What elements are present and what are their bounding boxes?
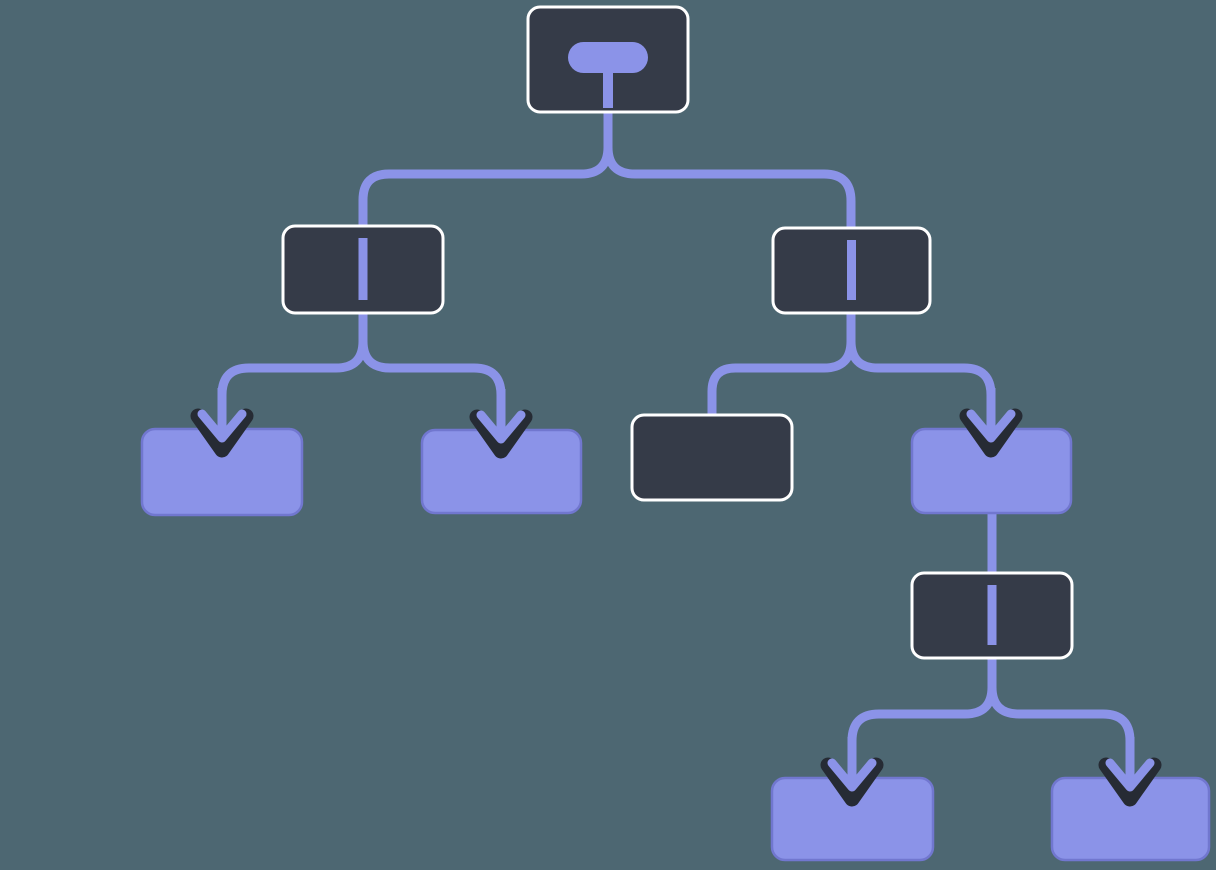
branch-passthrough-line: [358, 238, 368, 300]
tree-node-root[interactable]: [526, 5, 690, 114]
arrowhead-purple-chevron: [1105, 758, 1155, 792]
edge-branch-right-to-plain: [707, 313, 856, 415]
root-pill-stem: [603, 71, 613, 108]
root-pill-icon: [568, 42, 648, 73]
branch-passthrough-line: [847, 240, 856, 300]
arrowhead-down-icon-branch-deep-to-leaf-e: [1098, 737, 1162, 807]
arrowhead-purple-chevron: [197, 409, 247, 443]
tree-node-branch-deep[interactable]: [910, 571, 1074, 660]
arrowhead-purple-chevron: [827, 758, 877, 792]
arrowhead-dark-chevron: [469, 409, 533, 459]
arrowhead-down-icon-branch-left-to-leaf-a: [190, 388, 254, 458]
edge-root-to-branch-left: [358, 112, 613, 226]
dark-node-box: [630, 413, 794, 502]
arrowhead-dark-chevron: [190, 408, 254, 458]
arrowhead-dark-chevron: [820, 757, 884, 807]
arrowhead-purple-chevron: [476, 410, 526, 444]
arrowhead-down-icon-branch-right-to-leaf-c: [959, 388, 1023, 458]
arrowhead-down-icon-branch-deep-to-leaf-d: [820, 737, 884, 807]
arrowhead-dark-chevron: [959, 408, 1023, 458]
arrowhead-down-icon-branch-left-to-leaf-b: [469, 389, 533, 459]
edge-branch-right-to-leaf-c: [846, 313, 996, 438]
arrowhead-purple-chevron: [966, 409, 1016, 443]
edge-root-to-branch-right: [603, 112, 856, 228]
arrowhead-dark-chevron: [1098, 757, 1162, 807]
tree-node-branch-left[interactable]: [281, 224, 445, 315]
edge-branch-left-to-leaf-b: [358, 313, 506, 439]
tree-node-branch-right[interactable]: [771, 226, 932, 315]
tree-node-plain-dark[interactable]: [630, 413, 794, 502]
edge-branch-deep-to-leaf-e: [987, 658, 1135, 787]
branch-passthrough-line: [987, 585, 997, 645]
